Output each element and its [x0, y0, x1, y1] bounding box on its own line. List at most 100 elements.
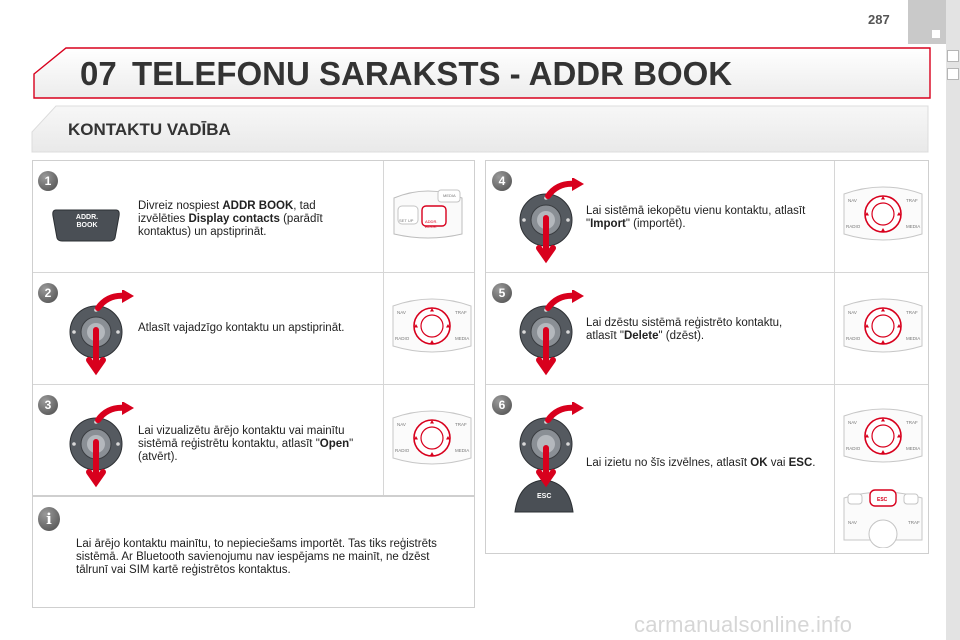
control-label: TRAF — [906, 420, 918, 425]
text-fragment: (parādīt kontaktus) un apstiprināt. — [138, 213, 323, 238]
text-fragment: , tad izvēlēties — [138, 200, 316, 225]
text-fragment: Display contacts — [188, 213, 280, 225]
chapter-number: 07 — [80, 55, 117, 92]
control-panel-step-4: NAV TRAF RADIO MEDIA — [843, 186, 923, 241]
text-fragment: . — [812, 457, 816, 469]
control-label: MEDIA — [455, 336, 469, 341]
rotary-knob-step-3 — [69, 402, 134, 488]
control-label: RADIO — [846, 336, 861, 341]
rotary-knob-step-6 — [519, 402, 584, 488]
side-strip — [946, 0, 960, 640]
text-fragment: Lai vizualizētu ārējo kontaktu vai mainī… — [138, 425, 345, 450]
step-3-badge: 3 — [38, 395, 58, 415]
info-panel — [32, 496, 475, 608]
text-fragment: Atlasīt vajadzīgo kontaktu un apstiprinā… — [138, 322, 345, 334]
watermark: carmanualsonline.info — [634, 612, 853, 637]
text-fragment: vai — [767, 457, 789, 469]
rotary-knob-step-2 — [69, 290, 134, 376]
text-fragment: OK — [750, 457, 768, 469]
section-band — [31, 105, 929, 153]
step-2-badge: 2 — [38, 283, 58, 303]
left-divider-1 — [33, 272, 474, 273]
text-fragment: Delete — [623, 330, 659, 342]
text-fragment: ADDR BOOK — [222, 200, 294, 212]
rotate-arrow-icon — [95, 404, 129, 423]
control-panel-step-6-esc: ESC NAV TRAF — [843, 489, 923, 548]
down-arrow-icon — [536, 445, 556, 488]
left-divider-2 — [33, 384, 474, 385]
control-panel-step-2: NAV TRAF RADIO MEDIA — [392, 298, 472, 353]
control-label: MEDIA — [906, 336, 920, 341]
right-divider-1 — [486, 272, 928, 273]
down-arrow-icon — [536, 215, 556, 264]
text-fragment: ESC — [788, 457, 813, 469]
control-label: NAV — [848, 198, 857, 203]
left-divider-v — [383, 161, 384, 495]
step-1-badge: 1 — [38, 171, 58, 191]
header-band — [33, 47, 931, 99]
control-panel-step-5: NAV TRAF RADIO MEDIA — [843, 298, 923, 353]
control-label: RADIO — [395, 336, 410, 341]
panel-label-media: MEDIA — [443, 193, 456, 198]
down-arrow-icon — [536, 327, 556, 376]
control-label: TRAF — [906, 310, 918, 315]
text-fragment: Open — [319, 438, 350, 450]
right-divider-v — [834, 161, 835, 553]
control-label: TRAF — [908, 520, 920, 525]
rotate-arrow-icon — [545, 180, 579, 199]
control-panel-step-6: NAV TRAF RADIO MEDIA — [843, 408, 923, 463]
step-4-text: Lai sistēmā iekopētu vienu kontaktu, atl… — [586, 205, 811, 231]
control-label: NAV — [397, 422, 406, 427]
control-label: MEDIA — [455, 448, 469, 453]
control-label: NAV — [848, 310, 857, 315]
down-arrow-icon — [86, 439, 106, 488]
addr-book-key-label: ADDR.BOOK — [75, 214, 99, 229]
control-label: RADIO — [846, 446, 861, 451]
text-fragment: Import — [590, 218, 626, 230]
step-1-text: Divreiz nospiest ADDR BOOK, tad izvēlēti… — [138, 200, 353, 239]
text-fragment: " (importēt). — [625, 218, 686, 230]
step-5-badge: 5 — [492, 283, 512, 303]
text-fragment: Divreiz nospiest — [138, 200, 223, 212]
rotate-arrow-icon — [545, 292, 579, 311]
control-label: TRAF — [455, 422, 467, 427]
control-label: RADIO — [395, 448, 410, 453]
text-fragment: " (atvērt). — [138, 438, 354, 463]
control-label: NAV — [397, 310, 406, 315]
text-fragment: " (dzēst). — [658, 330, 705, 342]
step-5-text: Lai dzēstu sistēmā reģistrēto kontaktu, … — [586, 317, 816, 343]
info-text: Lai ārējo kontaktu mainītu, to nepiecieš… — [76, 538, 437, 576]
control-label: MEDIA — [906, 446, 920, 451]
page-number: 287 — [868, 12, 890, 27]
panel-label-setup: SET UP — [399, 218, 414, 223]
page-title: TELEFONU SARAKSTS - ADDR BOOK — [132, 55, 733, 92]
section-title: KONTAKTU VADĪBA — [68, 120, 231, 139]
control-label: TRAF — [455, 310, 467, 315]
corner-tab — [908, 0, 946, 44]
addr-book-key — [52, 209, 120, 242]
control-label: NAV — [848, 520, 857, 525]
control-label: RADIO — [846, 224, 861, 229]
addr-panel-illustration — [393, 189, 463, 239]
right-divider-2 — [486, 384, 928, 385]
panel-label-addr-book: ADDR. BOOK — [425, 219, 438, 229]
rotate-arrow-icon — [545, 404, 579, 423]
rotary-knob-step-4 — [519, 178, 584, 264]
control-label: ESC — [877, 497, 888, 503]
text-fragment: Lai sistēmā iekopētu vienu kontaktu, atl… — [586, 205, 806, 230]
control-label: MEDIA — [906, 224, 920, 229]
step-2-text: Atlasīt vajadzīgo kontaktu un apstiprinā… — [138, 322, 378, 335]
down-arrow-icon — [86, 327, 106, 376]
info-icon: i — [38, 507, 60, 531]
control-panel-step-3: NAV TRAF RADIO MEDIA — [392, 410, 472, 465]
rotate-arrow-icon — [95, 292, 129, 311]
step-3-text: Lai vizualizētu ārējo kontaktu vai mainī… — [138, 425, 378, 464]
step-4-badge: 4 — [492, 171, 512, 191]
text-fragment: Lai izietu no šīs izvēlnes, atlasīt — [586, 457, 751, 469]
step-6-text: Lai izietu no šīs izvēlnes, atlasīt OK v… — [586, 457, 816, 470]
step-6-badge: 6 — [492, 395, 512, 415]
control-label: TRAF — [906, 198, 918, 203]
text-fragment: Lai dzēstu sistēmā reģistrēto kontaktu, … — [586, 317, 783, 342]
rotary-knob-step-5 — [519, 290, 584, 376]
control-label: NAV — [848, 420, 857, 425]
